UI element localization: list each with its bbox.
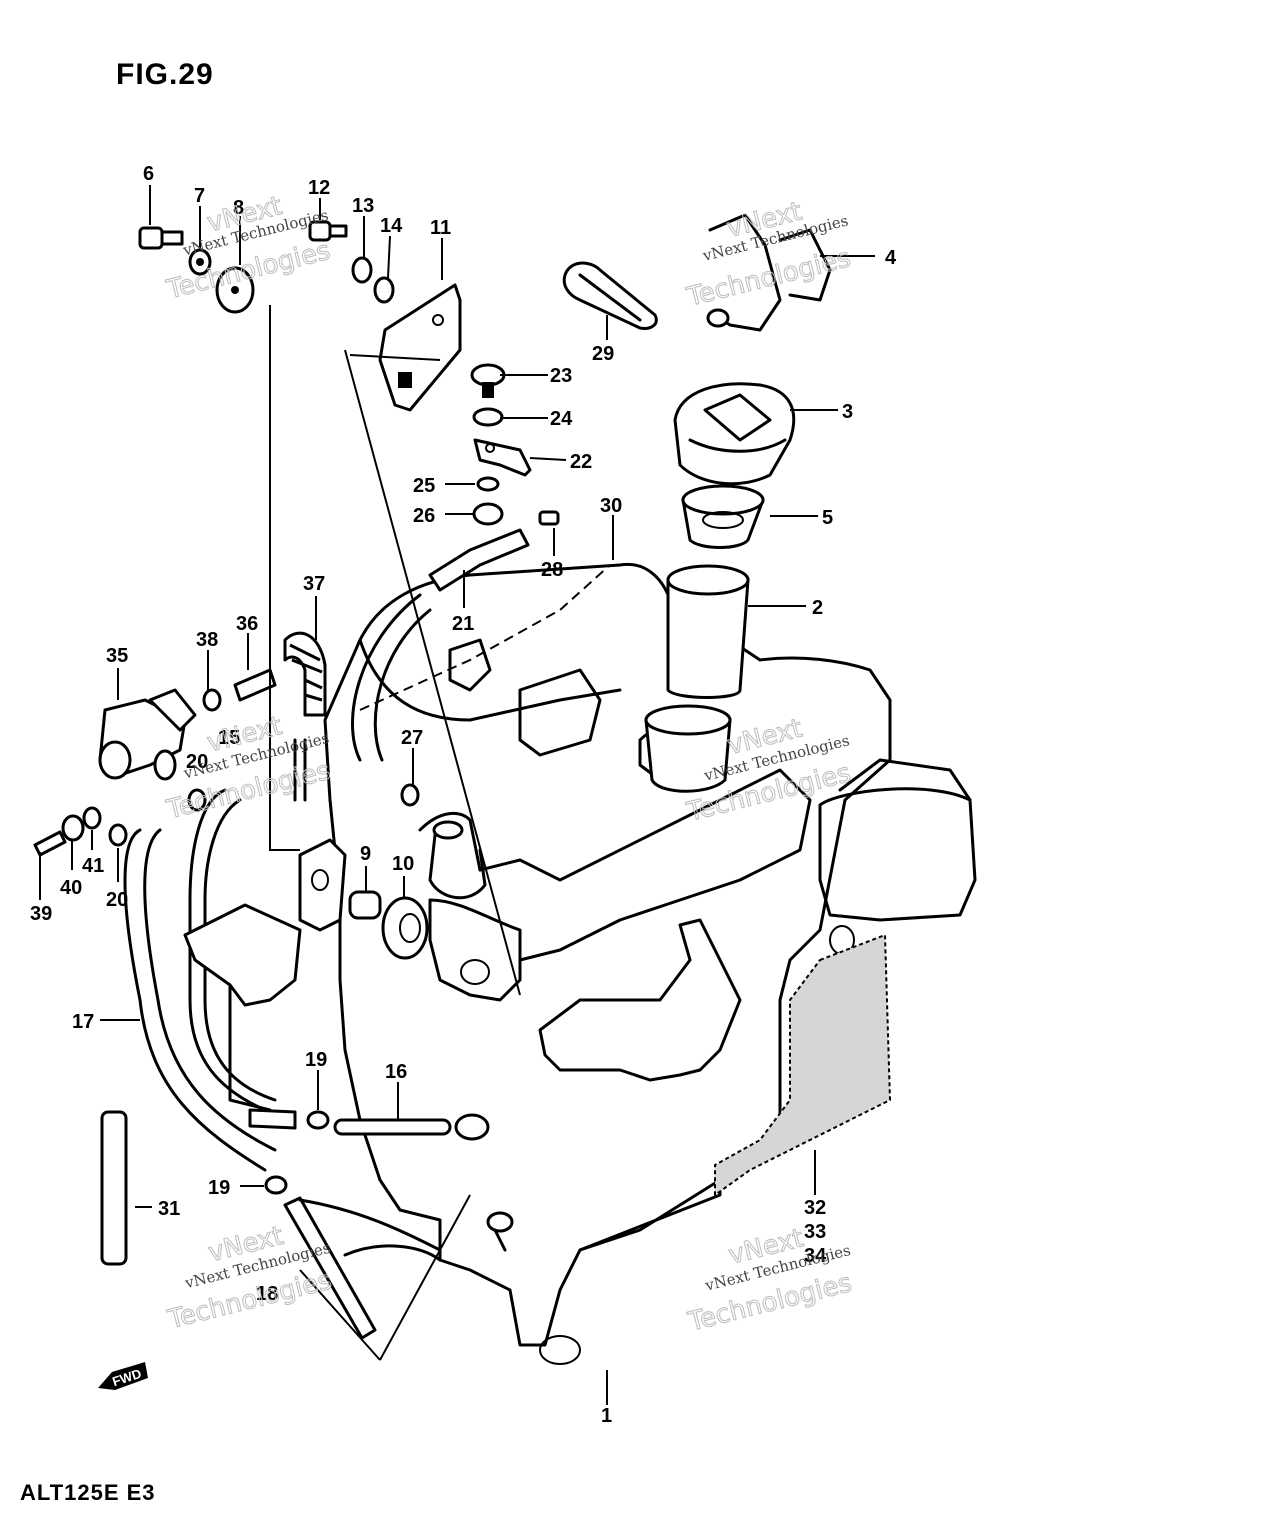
callout-38: 38 (196, 629, 218, 651)
callout-9: 9 (360, 843, 371, 865)
callout-35: 35 (106, 645, 128, 667)
callout-labels: 6 7 8 12 13 14 11 4 29 23 24 22 3 25 26 … (30, 163, 897, 1427)
figure-title: FIG.29 (116, 58, 214, 91)
fuel-cock-35 (98, 688, 197, 781)
callout-19-upper: 19 (305, 1049, 327, 1071)
washer-13 (351, 256, 373, 284)
callout-22: 22 (570, 451, 592, 473)
callout-15: 15 (218, 727, 240, 749)
tube-31 (100, 1110, 128, 1266)
watermark-top-right: vNext Technologies Technologies vNext (683, 196, 854, 313)
hose-17 (123, 828, 277, 1172)
model-code: ALT125E E3 (20, 1480, 156, 1505)
clamp-27 (400, 783, 420, 807)
washer-24 (472, 407, 504, 427)
washer-8 (215, 266, 255, 314)
callout-16: 16 (385, 1061, 407, 1083)
hose-15 (188, 738, 307, 1112)
callout-20-upper: 20 (186, 751, 208, 773)
hose-36 (233, 668, 277, 702)
washer-40 (61, 814, 85, 842)
screw-23 (470, 363, 506, 398)
callout-20-lower: 20 (106, 889, 128, 911)
clamp-20b (108, 823, 128, 847)
callout-41: 41 (82, 855, 104, 877)
callout-5: 5 (822, 507, 833, 529)
callout-18: 18 (256, 1283, 278, 1305)
callout-40: 40 (60, 877, 82, 899)
clamp-20a (187, 788, 207, 812)
clamp-19a (306, 1110, 330, 1130)
callout-39: 39 (30, 903, 52, 925)
collar-9 (348, 890, 382, 920)
callout-11: 11 (430, 217, 451, 239)
callout-4: 4 (885, 247, 897, 269)
spring-4 (706, 213, 832, 332)
filler-neck (644, 564, 750, 793)
fwd-arrow-icon (98, 1362, 148, 1390)
callout-12: 12 (308, 177, 330, 199)
callout-8: 8 (233, 197, 244, 219)
breather-hose-21 (351, 528, 530, 762)
callout-27: 27 (401, 727, 423, 749)
callout-26: 26 (413, 505, 435, 527)
callout-36: 36 (236, 613, 258, 635)
callout-14: 14 (380, 215, 403, 237)
clamp-19b (264, 1175, 288, 1195)
callout-30: 30 (600, 495, 622, 517)
tube-18 (283, 1196, 442, 1340)
bolt-12 (308, 220, 348, 242)
hose-37 (283, 631, 327, 717)
vent-line-30 (359, 564, 611, 711)
callout-23: 23 (550, 365, 572, 387)
callout-32: 32 (804, 1197, 826, 1219)
callout-29: 29 (592, 343, 614, 365)
callout-28: 28 (541, 559, 563, 581)
clip-29 (562, 261, 658, 330)
tank-outlet-fitting (486, 1211, 514, 1252)
bracket-11 (378, 283, 462, 412)
callout-33: 33 (804, 1221, 826, 1243)
drain-tube-16 (248, 1108, 490, 1141)
washer-25 (476, 476, 500, 492)
clamp-38 (202, 688, 222, 712)
callout-2: 2 (812, 597, 823, 619)
callout-7: 7 (194, 185, 205, 207)
callout-24: 24 (550, 408, 573, 430)
callout-25: 25 (413, 475, 435, 497)
bolt-6 (138, 226, 184, 250)
callout-10: 10 (392, 853, 414, 875)
pin-28 (538, 510, 560, 526)
callout-19-lower: 19 (208, 1177, 230, 1199)
callout-17: 17 (72, 1011, 94, 1033)
callout-13: 13 (352, 195, 374, 217)
heat-shield (714, 933, 892, 1197)
nut-26 (472, 502, 504, 526)
callout-37: 37 (303, 573, 325, 595)
washer-14 (373, 276, 395, 304)
callout-3: 3 (842, 401, 853, 423)
fuel-cap (673, 382, 796, 486)
callout-6: 6 (143, 163, 154, 185)
leader-lines (39, 185, 875, 1405)
bracket-22 (473, 438, 532, 477)
callout-21: 21 (452, 613, 474, 635)
callout-1: 1 (601, 1405, 612, 1427)
screw-39 (33, 830, 67, 857)
callout-31: 31 (158, 1198, 180, 1220)
filler-cap-seal (681, 484, 765, 549)
watermark-bottom-right: vNext Technologies Technologies vNext (684, 1223, 855, 1338)
callout-34: 34 (804, 1245, 827, 1267)
tank-mount-bracket (183, 838, 347, 1112)
washer-41 (82, 806, 102, 830)
grommet-10 (381, 896, 429, 960)
